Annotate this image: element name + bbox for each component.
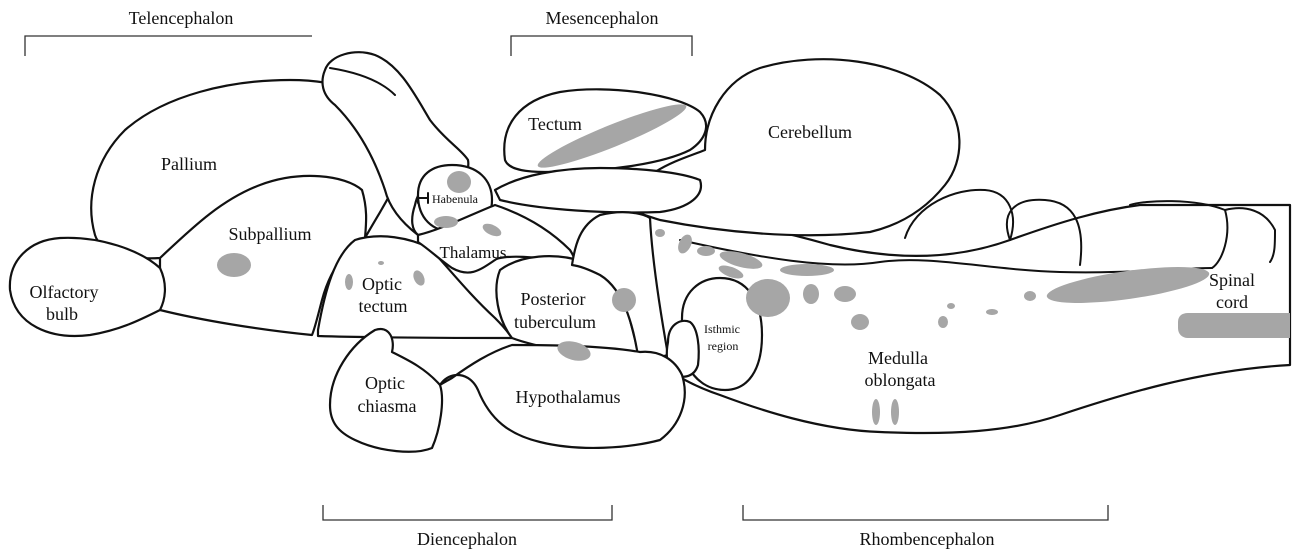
mesencephalon-bracket bbox=[511, 36, 692, 56]
torus-region bbox=[495, 168, 701, 213]
medulla-oblongata-label-1: Medulla bbox=[868, 348, 928, 368]
medulla-stain-10 bbox=[938, 316, 948, 328]
subpallium-stain bbox=[217, 253, 251, 277]
thalamus-label: Thalamus bbox=[439, 243, 506, 262]
posterior-tuberculum-label-1: Posterior bbox=[521, 289, 586, 309]
optic-chiasma-label-1: Optic bbox=[365, 373, 405, 393]
telencephalon-label: Telencephalon bbox=[129, 8, 234, 28]
posterior-tuberculum-label-2: tuberculum bbox=[514, 312, 596, 332]
medulla-stain-8 bbox=[851, 314, 869, 330]
medulla-stain-11 bbox=[986, 309, 998, 315]
diencephalon-bracket bbox=[323, 505, 612, 520]
habenula-stain-2 bbox=[434, 216, 458, 228]
medulla-stain-5 bbox=[746, 279, 790, 317]
medulla-stain-1 bbox=[697, 246, 715, 256]
medulla-stain-7 bbox=[834, 286, 856, 302]
diencephalon-stain-1 bbox=[655, 229, 665, 237]
optic-chiasma-label-2: chiasma bbox=[358, 396, 417, 416]
isthmic-region-label-2: region bbox=[708, 339, 739, 353]
tectum-label: Tectum bbox=[528, 114, 582, 134]
diencephalon-label: Diencephalon bbox=[417, 529, 517, 549]
medulla-stain-4 bbox=[780, 264, 834, 276]
mesencephalon-label: Mesencephalon bbox=[546, 8, 659, 28]
rhombencephalon-label: Rhombencephalon bbox=[860, 529, 995, 549]
medulla-oblongata-label-2: oblongata bbox=[865, 370, 936, 390]
medulla-stain-6 bbox=[803, 284, 819, 304]
spinal-cord-label-1: Spinal bbox=[1209, 270, 1255, 290]
subpallium-label: Subpallium bbox=[228, 224, 311, 244]
pallium-label: Pallium bbox=[161, 154, 217, 174]
olfactory-bulb-label-1: Olfactory bbox=[30, 282, 99, 302]
medulla-stain-12 bbox=[1024, 291, 1036, 301]
rhombencephalon-bracket bbox=[743, 505, 1108, 520]
optic-tectum-stain-1 bbox=[345, 274, 353, 290]
habenula-stain-1 bbox=[447, 171, 471, 193]
olfactory-bulb-label-2: bulb bbox=[46, 304, 78, 324]
optic-tectum-label-1: Optic bbox=[362, 274, 402, 294]
telencephalon-bracket bbox=[25, 36, 312, 56]
habenula-label: Habenula bbox=[432, 192, 479, 206]
posterior-tuberculum-stain-1 bbox=[612, 288, 636, 312]
isthmic-region-label-1: Isthmic bbox=[704, 322, 740, 336]
spinal-cord-stain bbox=[1178, 313, 1290, 338]
hypothalamus-label: Hypothalamus bbox=[516, 387, 621, 407]
spinal-cord-label-2: cord bbox=[1216, 292, 1248, 312]
optic-tectum-stain-3 bbox=[378, 261, 384, 265]
medulla-stain-14 bbox=[872, 399, 880, 425]
cerebellum-label: Cerebellum bbox=[768, 122, 852, 142]
medulla-stain-9 bbox=[947, 303, 955, 309]
medulla-stain-15 bbox=[891, 399, 899, 425]
optic-tectum-label-2: tectum bbox=[359, 296, 408, 316]
